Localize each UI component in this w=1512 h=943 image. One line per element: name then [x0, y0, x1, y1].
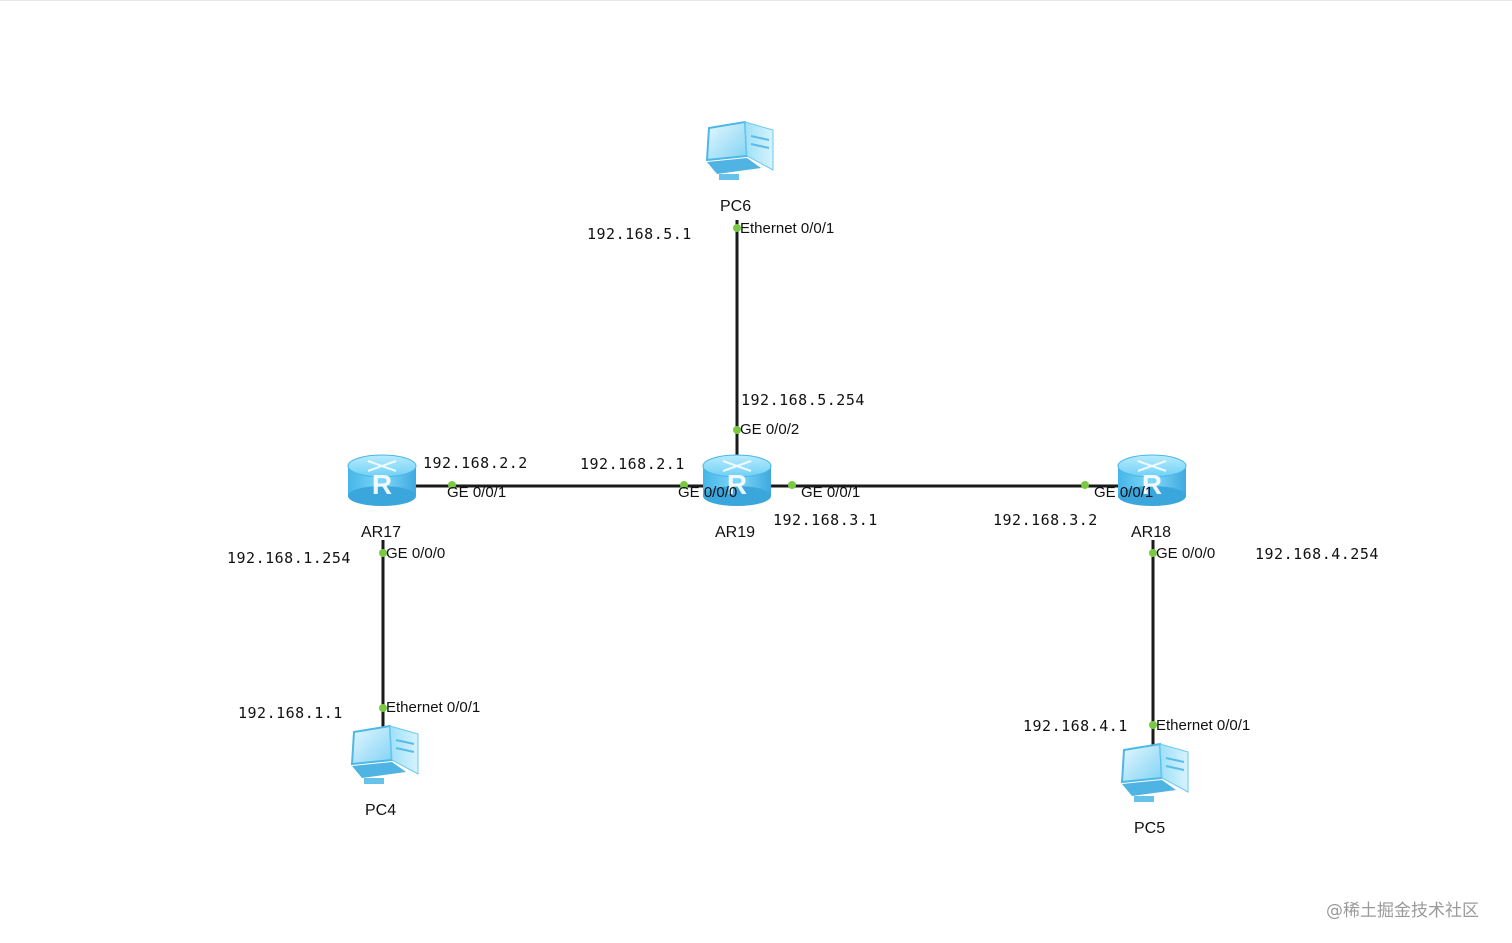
pc4-name: PC4: [365, 802, 397, 819]
ar18-ip-left: 192.168.3.2: [993, 511, 1098, 529]
pc5-icon[interactable]: [1121, 743, 1189, 803]
ar19-ip-right: 192.168.3.1: [773, 511, 878, 529]
port-dot-ar18-down: [1149, 549, 1157, 557]
ar19-port-left-label: GE 0/0/0: [678, 484, 738, 501]
port-dot-ar17-right: [448, 481, 456, 489]
port-dot-pc6: [733, 224, 741, 232]
pc4-ip: 192.168.1.1: [238, 704, 343, 722]
ar19-port-right-label: GE 0/0/1: [801, 484, 861, 501]
port-dot-pc5: [1149, 721, 1157, 729]
pc6-ip: 192.168.5.1: [587, 225, 692, 243]
port-dot-ar19-up: [733, 426, 741, 434]
pc6-name: PC6: [720, 198, 752, 215]
pc5-port-label: Ethernet 0/0/1: [1156, 717, 1251, 734]
ar18-port-down-label: GE 0/0/0: [1156, 545, 1216, 562]
pc5-ip: 192.168.4.1: [1023, 717, 1128, 735]
port-dot-ar19-left: [680, 481, 688, 489]
ar17-ip-down: 192.168.1.254: [227, 549, 351, 567]
top-border: [0, 0, 1512, 1]
ar19-ip-left: 192.168.2.1: [580, 455, 685, 473]
watermark: @稀土掘金技术社区: [1326, 901, 1479, 921]
ar17-port-down-label: GE 0/0/0: [386, 545, 446, 562]
pc5-name: PC5: [1134, 820, 1166, 837]
ar17-ip-right: 192.168.2.2: [423, 454, 528, 472]
ar17-port-right-label: GE 0/0/1: [447, 484, 507, 501]
ar18-port-left-label: GE 0/0/1: [1094, 484, 1154, 501]
port-dot-ar18-left: [1081, 481, 1089, 489]
ar19-ip-up: 192.168.5.254: [741, 391, 865, 409]
ar19-port-up-label: GE 0/0/2: [740, 421, 800, 438]
pc4-icon[interactable]: [351, 725, 419, 785]
pc4-port-label: Ethernet 0/0/1: [386, 699, 481, 716]
ar18-name: AR18: [1131, 524, 1172, 541]
ar18-ip-down: 192.168.4.254: [1255, 545, 1379, 563]
ar17-name: AR17: [361, 524, 402, 541]
ar19-name: AR19: [715, 524, 756, 541]
router-ar17-icon[interactable]: [347, 454, 417, 507]
port-dot-ar17-down: [379, 549, 387, 557]
port-dot-ar19-right: [788, 481, 796, 489]
pc6-port-label: Ethernet 0/0/1: [740, 220, 835, 237]
pc6-icon[interactable]: [706, 121, 774, 181]
port-dot-pc4: [379, 704, 387, 712]
